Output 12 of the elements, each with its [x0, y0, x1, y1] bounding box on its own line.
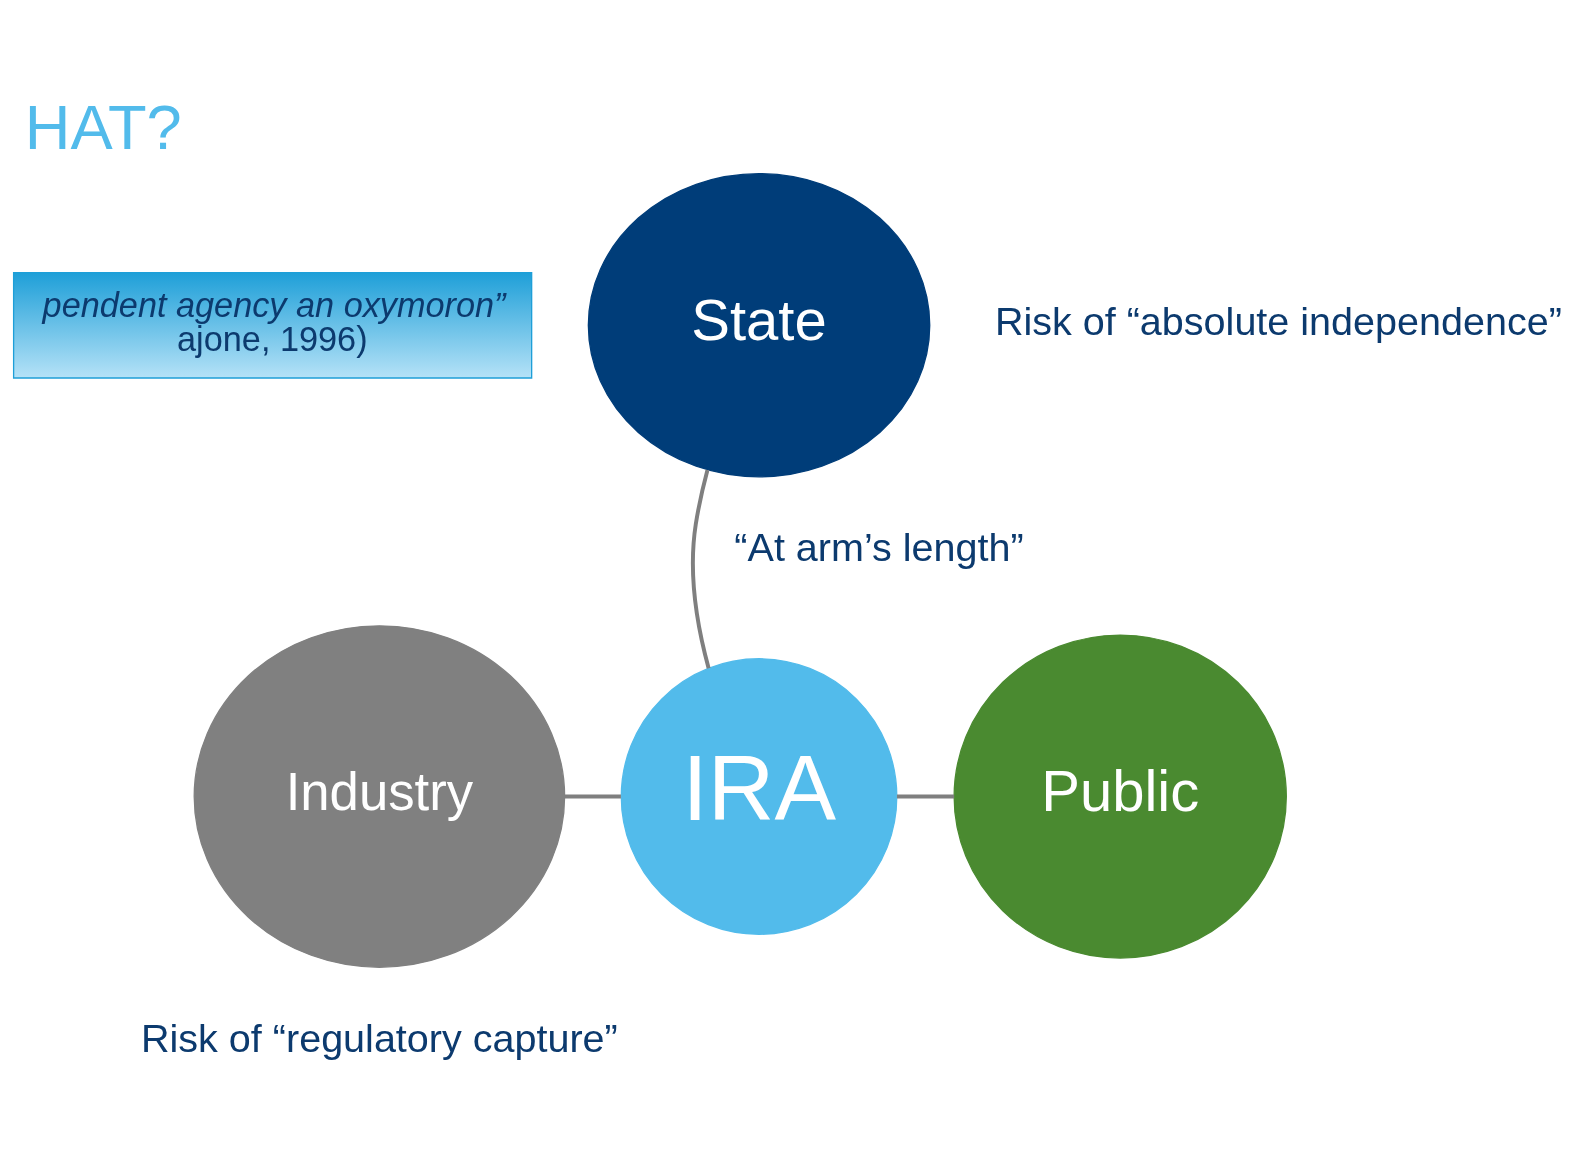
- node-circle: IRA: [620, 658, 898, 935]
- node-circle: Public: [953, 634, 1287, 959]
- label: Risk of “absolute independence”: [994, 299, 1562, 344]
- connector: [690, 469, 711, 669]
- connector: [564, 794, 621, 799]
- node-circle: Industry: [193, 625, 566, 968]
- node-box: pendent agency an oxymoron” ajone, 1996): [12, 271, 533, 379]
- label: Risk of “regulatory capture”: [141, 1015, 618, 1060]
- connector: [896, 794, 955, 799]
- label: “At arm’s length”: [734, 525, 1024, 570]
- node-ellipse: State: [587, 173, 931, 478]
- diagram-title: HAT?: [24, 92, 182, 163]
